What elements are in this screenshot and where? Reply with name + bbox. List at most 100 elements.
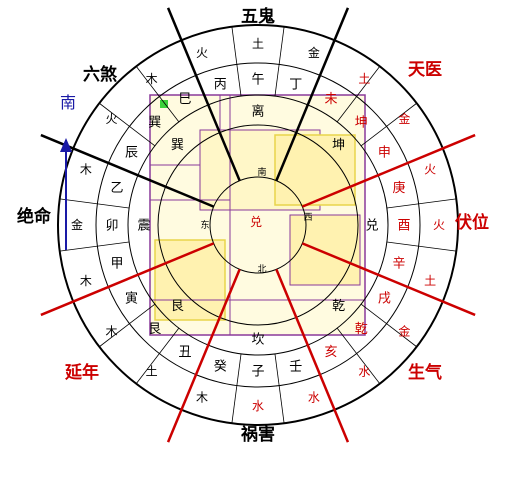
mountain-label: 艮 [148,322,161,337]
center-south-label: 南 [257,166,266,178]
element-label: 金 [398,111,410,126]
mountain-label: 丁 [289,78,302,93]
mountain-label: 戌 [378,292,391,307]
ring-circle [209,176,307,274]
ring-circle [95,62,421,388]
mountain-label: 甲 [110,256,123,271]
arrow-up-icon [60,138,72,250]
trigram-label: 巽 [171,138,184,153]
mountain-label: 巽 [148,115,161,130]
spoke-line [59,241,130,252]
element-label: 土 [358,72,370,86]
element-label: 水 [308,390,320,404]
spoke-line [360,303,417,348]
star-wugui: 五鬼 [241,6,275,27]
center-label: 兑 [250,215,262,229]
spoke-line [274,26,285,97]
mountain-label: 丙 [214,78,227,93]
sector-divider [301,133,476,208]
sector-divider [301,242,476,317]
sector-dividers [40,7,476,443]
element-label: 土 [252,37,264,51]
trigram-label: 兑 [365,219,378,234]
mountain-label: 午 [251,73,264,88]
mountain-label: 卯 [105,219,118,234]
mountain-label: 庚 [393,180,406,196]
mountain-label: 未 [324,92,337,107]
star-shengqi: 生气 [408,362,442,383]
star-jueming: 绝命 [17,206,52,227]
spoke-line [274,353,285,424]
sector-divider [166,268,241,443]
ring-circle [157,124,359,326]
element-label: 水 [358,365,370,379]
sector-divider [275,7,350,182]
ring-circle [127,94,389,356]
spoke-line [231,26,242,97]
element-label: 木 [196,390,208,404]
mountain-label: 子 [251,365,264,380]
center-area: 兑 东 西 南 北 [200,166,312,275]
trigram-label: 震 [137,219,150,234]
mountain-label: 巳 [178,92,191,107]
element-label: 火 [433,218,445,232]
mountain-label: 壬 [289,360,302,375]
spoke-line [99,102,156,147]
mountain-label: 酉 [397,219,410,234]
mountain-label: 辛 [393,256,406,271]
element-label: 火 [196,46,208,60]
mountain-label: 寅 [125,291,138,307]
star-huohai: 祸害 [241,424,275,445]
element-label: 木 [80,274,92,288]
element-label: 金 [71,217,83,232]
element-label: 木 [146,72,158,86]
trigram-label: 离 [251,104,264,120]
mountain-label: 丑 [178,345,191,360]
element-label: 火 [424,162,436,176]
mountain-label: 乾 [355,322,368,337]
ring-circle [57,24,459,426]
trigram-label: 艮 [171,299,184,314]
mountain-label: 坤 [355,115,368,130]
trigram-label: 坤 [332,138,345,153]
center-north-label: 北 [257,264,266,275]
spoke-line [360,102,417,147]
star-fuwei: 伏位 [455,212,489,233]
mountain-label: 乙 [110,181,123,196]
element-label: 木 [80,162,92,176]
element-label: 金 [308,45,320,60]
trigram-label: 坎 [251,333,264,348]
spoke-line [135,66,180,123]
spoke-line [386,241,457,252]
element-label: 火 [106,112,118,126]
element-label: 水 [252,399,264,413]
element-label: 土 [146,365,158,379]
star-yannian: 延年 [64,362,99,383]
sector-divider [275,268,350,443]
center-east-label: 东 [200,219,209,231]
spoke-line [99,303,156,348]
mountain-label: 癸 [214,360,227,375]
spoke-line [59,198,130,209]
mountain-label: 申 [378,146,391,161]
element-label: 木 [106,325,118,339]
spoke-line [336,66,381,123]
star-liusha: 六煞 [83,64,118,85]
sector-divider [166,7,241,182]
ring-labels: 丙午丁未坤申庚酉辛戌乾亥壬子癸丑艮寅甲卯乙辰巽巳火土金土金火火土金水水水木土木木… [71,37,445,413]
spoke-line [135,327,180,384]
mountain-label: 亥 [324,345,337,360]
mountain-label: 辰 [125,146,138,161]
element-label: 土 [424,274,436,288]
star-tianyi: 天医 [408,60,442,80]
element-label: 金 [398,324,410,339]
spoke-line [336,327,381,384]
trigram-label: 乾 [332,299,345,314]
sector-divider [40,242,215,317]
spoke-line [386,198,457,209]
center-west-label: 西 [303,212,312,223]
south-marker-label: 南 [60,93,76,112]
spoke-line [231,353,242,424]
